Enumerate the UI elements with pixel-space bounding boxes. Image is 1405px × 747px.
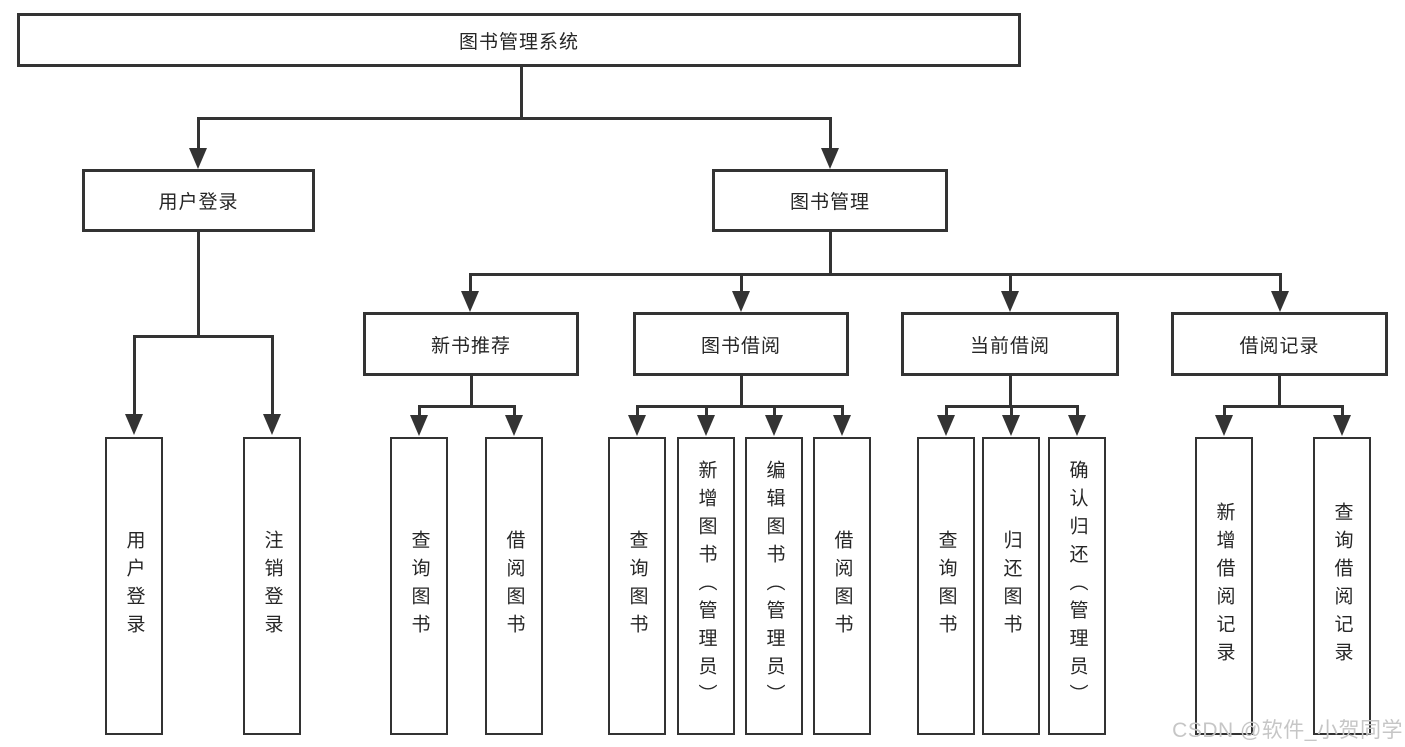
connector-hline <box>469 273 1281 276</box>
arrow-down-icon <box>1333 415 1351 436</box>
node-book-borrow: 图书借阅 <box>633 312 849 376</box>
connector-hline <box>1223 405 1343 408</box>
leaf-edit-book-admin-label: 编辑图书（管理员） <box>763 460 785 712</box>
connector-vline <box>829 117 832 151</box>
node-book-management: 图书管理 <box>712 169 948 232</box>
arrow-down-icon <box>125 414 143 435</box>
node-borrow-records: 借阅记录 <box>1171 312 1388 376</box>
node-new-book-recommend: 新书推荐 <box>363 312 579 376</box>
leaf-add-book-admin-label: 新增图书（管理员） <box>695 460 717 712</box>
leaf-user-login: 用户登录 <box>105 437 163 735</box>
leaf-query-borrow-record-label: 查询借阅记录 <box>1331 502 1353 670</box>
connector-vline <box>133 335 136 415</box>
node-user-login: 用户登录 <box>82 169 315 232</box>
node-current-borrow: 当前借阅 <box>901 312 1119 376</box>
arrow-down-icon <box>833 415 851 436</box>
arrow-down-icon <box>821 148 839 169</box>
leaf-return-book-label: 归还图书 <box>1000 530 1022 642</box>
leaf-logout: 注销登录 <box>243 437 301 735</box>
leaf-return-book: 归还图书 <box>982 437 1040 735</box>
connector-vline <box>1279 273 1282 293</box>
node-book-borrow-label: 图书借阅 <box>700 335 781 357</box>
arrow-down-icon <box>263 414 281 435</box>
connector-vline <box>1009 273 1012 293</box>
connector-vline <box>1278 376 1281 407</box>
leaf-borrow-books: 借阅图书 <box>813 437 871 735</box>
leaf-query-books-recommend-label: 查询图书 <box>408 530 430 642</box>
connector-hline <box>133 335 273 338</box>
connector-vline <box>418 405 421 417</box>
arrow-down-icon <box>505 415 523 436</box>
watermark: CSDN @软件_小贺同学 <box>1172 719 1403 742</box>
arrow-down-icon <box>1002 415 1020 436</box>
node-borrow-records-label: 借阅记录 <box>1239 335 1320 357</box>
leaf-add-book-admin: 新增图书（管理员） <box>677 437 735 735</box>
connector-vline <box>705 405 708 417</box>
arrow-down-icon <box>765 415 783 436</box>
arrow-down-icon <box>410 415 428 436</box>
leaf-confirm-return-admin-label: 确认归还（管理员） <box>1066 460 1088 712</box>
arrow-down-icon <box>189 148 207 169</box>
connector-hline <box>636 405 843 408</box>
connector-vline <box>1223 405 1226 417</box>
connector-vline <box>1341 405 1344 417</box>
connector-vline <box>945 405 948 417</box>
connector-vline <box>841 405 844 417</box>
connector-vline <box>197 232 200 335</box>
arrow-down-icon <box>1215 415 1233 436</box>
leaf-borrow-books-recommend-label: 借阅图书 <box>503 530 525 642</box>
connector-hline <box>418 405 516 408</box>
connector-vline <box>520 67 523 117</box>
node-library-system-label: 图书管理系统 <box>458 31 579 53</box>
leaf-query-books-borrow-label: 查询图书 <box>626 530 648 642</box>
connector-vline <box>470 376 473 407</box>
arrow-down-icon <box>1271 291 1289 312</box>
node-new-book-recommend-label: 新书推荐 <box>430 335 511 357</box>
arrow-down-icon <box>937 415 955 436</box>
arrow-down-icon <box>1068 415 1086 436</box>
node-book-management-label: 图书管理 <box>789 192 870 213</box>
connector-vline <box>829 232 832 273</box>
connector-vline <box>469 273 472 293</box>
arrow-down-icon <box>461 291 479 312</box>
leaf-confirm-return-admin: 确认归还（管理员） <box>1048 437 1106 735</box>
leaf-borrow-books-label: 借阅图书 <box>831 530 853 642</box>
node-library-system: 图书管理系统 <box>17 13 1021 67</box>
arrow-down-icon <box>1001 291 1019 312</box>
connector-vline <box>740 273 743 293</box>
leaf-borrow-books-recommend: 借阅图书 <box>485 437 543 735</box>
arrow-down-icon <box>697 415 715 436</box>
arrow-down-icon <box>732 291 750 312</box>
leaf-add-borrow-record: 新增借阅记录 <box>1195 437 1253 735</box>
connector-vline <box>197 117 200 151</box>
leaf-query-books-current: 查询图书 <box>917 437 975 735</box>
leaf-logout-label: 注销登录 <box>261 530 283 642</box>
connector-vline <box>1076 405 1079 417</box>
connector-vline <box>740 376 743 407</box>
connector-hline <box>197 117 831 120</box>
node-user-login-label: 用户登录 <box>158 192 239 213</box>
leaf-user-login-label: 用户登录 <box>123 530 145 642</box>
leaf-query-books-borrow: 查询图书 <box>608 437 666 735</box>
leaf-query-books-current-label: 查询图书 <box>935 530 957 642</box>
node-current-borrow-label: 当前借阅 <box>969 335 1050 357</box>
leaf-edit-book-admin: 编辑图书（管理员） <box>745 437 803 735</box>
connector-vline <box>1009 376 1012 407</box>
leaf-query-borrow-record: 查询借阅记录 <box>1313 437 1371 735</box>
arrow-down-icon <box>628 415 646 436</box>
connector-vline <box>271 335 274 415</box>
connector-vline <box>513 405 516 417</box>
leaf-add-borrow-record-label: 新增借阅记录 <box>1213 502 1235 670</box>
connector-vline <box>773 405 776 417</box>
leaf-query-books-recommend: 查询图书 <box>390 437 448 735</box>
connector-vline <box>636 405 639 417</box>
connector-vline <box>1010 405 1013 417</box>
